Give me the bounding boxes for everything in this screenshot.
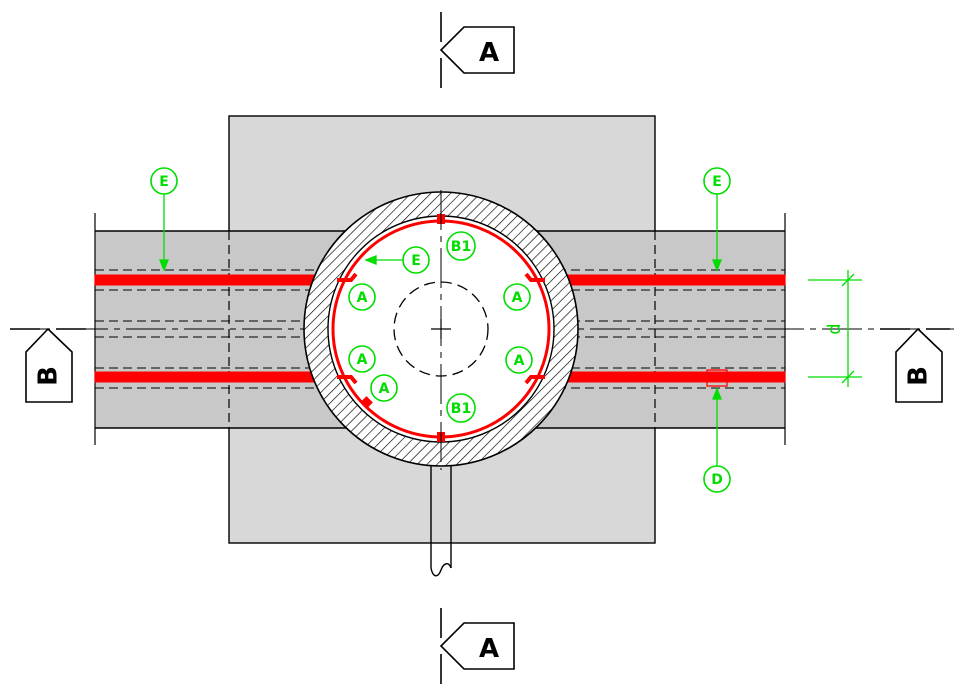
rebar-top-left [94,274,348,286]
svg-text:E: E [159,174,169,190]
rebar-bottom-left [94,371,348,383]
leader-lines [159,194,722,466]
svg-text:A: A [512,290,523,306]
callout-a-upper-right: A [503,283,531,311]
callout-e-left: E [150,167,178,195]
callout-a-lower-left: A [348,345,376,373]
section-mark-bottom: A [439,608,515,684]
section-mark-left: B [10,327,86,403]
drain-pipe [430,466,452,577]
svg-text:A: A [357,352,368,368]
svg-text:B1: B1 [451,401,471,417]
detail-marker-d [706,369,728,387]
callout-b1-bottom: B1 [446,393,476,423]
dimension-d [808,270,862,387]
callout-e-right: E [703,167,731,195]
svg-text:D: D [711,472,723,488]
callout-e-inner: E [402,246,430,274]
section-label-left: B [34,366,64,386]
svg-text:E: E [411,253,421,269]
stirrup-tie-diagonal [360,396,373,409]
svg-text:B1: B1 [451,239,471,255]
callout-b1-top: B1 [446,231,476,261]
callout-a-upper-left: A [348,283,376,311]
section-label-right: B [904,366,934,386]
rebar-end-hooks [337,272,545,385]
svg-text:A: A [357,290,368,306]
center-cross [431,319,451,339]
section-label-top: A [479,38,499,68]
section-label-bottom: A [479,634,499,664]
svg-text:E: E [712,174,722,190]
callout-a-lower-right: A [505,346,533,374]
callout-d-bottom: D [703,465,731,493]
svg-text:A: A [514,353,525,369]
svg-text:A: A [379,381,390,397]
section-mark-top: A [439,12,515,88]
callout-a-diagonal: A [370,374,398,402]
dimension-label-d: d [824,323,845,334]
section-mark-right: B [880,327,950,403]
